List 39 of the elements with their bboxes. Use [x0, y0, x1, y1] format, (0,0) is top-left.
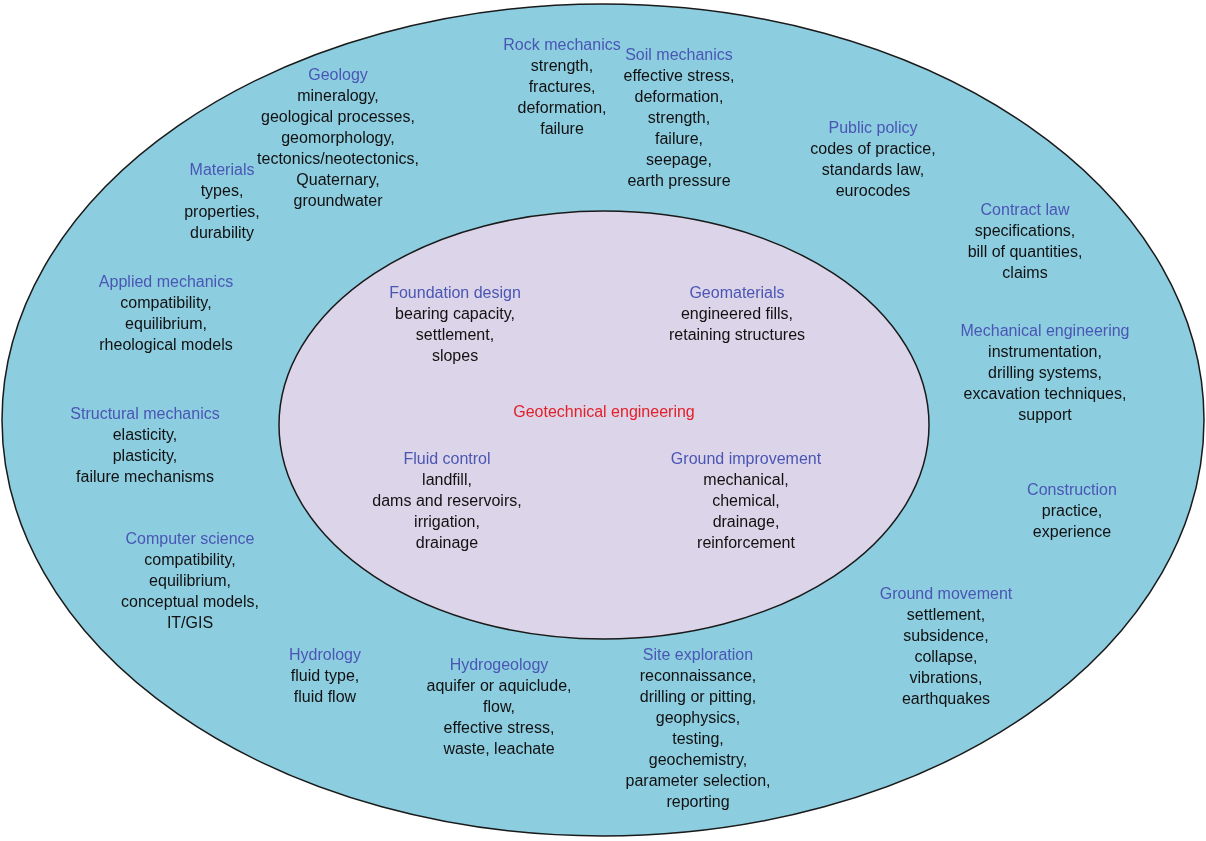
topic-heading: Hydrology	[289, 645, 361, 665]
topic-list: fluid type, fluid flow	[290, 665, 360, 707]
topic-heading: Structural mechanics	[70, 404, 220, 424]
topic-list: aquifer or aquiclude, flow, effective stress, waste, leachate	[426, 675, 572, 759]
topic-heading: Hydrogeology	[449, 655, 549, 675]
topic-heading: Public policy	[828, 118, 918, 138]
topic-list: compatibility, equilibrium, conceptual models, IT/GIS	[121, 549, 259, 633]
topic-list: specifications, bill of quantities, claims	[967, 220, 1083, 283]
topic-heading: Mechanical engineering	[960, 321, 1130, 341]
topic-list: mechanical, chemical, drainage, reinforcement	[697, 469, 795, 553]
topic-list: landfill, dams and reservoirs, irrigation, drainage	[372, 469, 522, 553]
topic-list: codes of practice, standards law, eurocodes	[810, 138, 936, 201]
topic-heading: Computer science	[125, 529, 255, 549]
topic-list: compatibility, equilibrium, rheological models	[99, 292, 233, 355]
topic-heading: Contract law	[980, 200, 1070, 220]
topic-heading: Site exploration	[642, 645, 754, 665]
topic-list: effective stress, deformation, strength, failure, seepage, earth pressure	[623, 65, 735, 191]
topic-heading: Foundation design	[389, 283, 521, 303]
topic-heading: Geomaterials	[689, 283, 785, 303]
topic-heading: Soil mechanics	[625, 45, 733, 65]
topic-list: types, properties, durability	[184, 180, 260, 243]
topic-list: engineered fills, retaining structures	[668, 303, 806, 345]
topic-list: mineralogy, geological processes, geomorphology, tectonics/neotectonics, Quaternary, groundwater	[257, 85, 419, 211]
topic-list: bearing capacity, settlement, slopes	[395, 303, 515, 366]
topic-heading: Materials	[189, 160, 255, 180]
topic-list: elasticity, plasticity, failure mechanisms	[76, 424, 214, 487]
topic-list: settlement, subsidence, collapse, vibrations, earthquakes	[901, 604, 990, 709]
topic-list: practice, experience	[1032, 500, 1112, 542]
topic-list: reconnaissance, drilling or pitting, geophysics, testing, geochemistry, parameter selection, reporting	[625, 665, 771, 812]
topic-heading: Construction	[1027, 480, 1117, 500]
topic-list: instrumentation, drilling systems, excavation techniques, support	[963, 341, 1127, 425]
topic-heading: Rock mechanics	[503, 35, 621, 55]
topic-list: strength, fractures, deformation, failure	[517, 55, 607, 139]
topic-heading: Ground movement	[879, 584, 1013, 604]
topic-heading: Fluid control	[403, 449, 491, 469]
topic-heading: Ground improvement	[670, 449, 822, 469]
topic-heading: Applied mechanics	[98, 272, 234, 292]
center-title: Geotechnical engineering	[513, 402, 695, 422]
topic-heading: Geology	[308, 65, 368, 85]
